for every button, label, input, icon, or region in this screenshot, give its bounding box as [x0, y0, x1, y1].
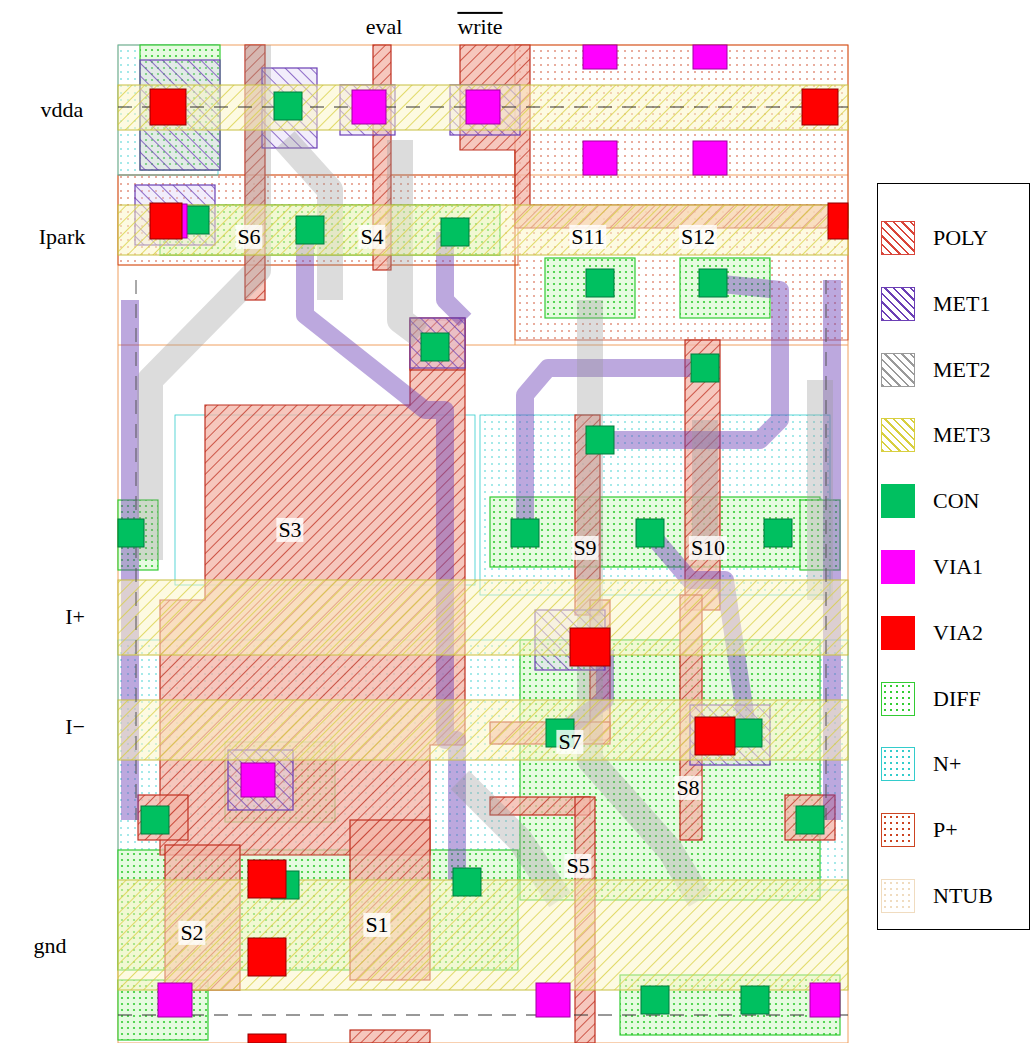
switch-label: S9: [571, 536, 598, 560]
legend-text: N+: [933, 751, 961, 777]
legend-swatch: [881, 879, 915, 913]
switch-label: S7: [556, 730, 583, 754]
legend-swatch: [881, 747, 915, 781]
legend-entry: VIA1: [881, 549, 983, 585]
via2-cuts: [150, 89, 848, 1043]
signal-name: eval: [364, 15, 405, 39]
legend-text: MET2: [933, 357, 990, 383]
rail-centerlines: [118, 107, 848, 1015]
legend-text: VIA2: [933, 620, 983, 646]
layer-legend: POLY MET1MET2MET3CON VIA1VIA2DIFF N+ P+ NTUB: [877, 183, 1030, 930]
legend-swatch: [881, 287, 915, 321]
legend-text: VIA1: [933, 554, 983, 580]
rail-name: Ipark: [37, 225, 87, 249]
legend-swatch: [881, 484, 915, 518]
legend-swatch: [881, 813, 915, 847]
switch-label: S5: [564, 854, 591, 878]
legend-text: CON: [933, 488, 979, 514]
contacts: [118, 92, 824, 1014]
switch-label: S10: [689, 536, 727, 560]
switch-label: S2: [178, 921, 205, 945]
implant-regions: [118, 45, 848, 890]
rail-name: I−: [63, 715, 87, 739]
switch-label: S4: [358, 225, 385, 249]
legend-text: NTUB: [933, 883, 993, 909]
switch-label: S8: [674, 776, 701, 800]
legend-entry: DIFF: [881, 681, 981, 717]
legend-text: MET1: [933, 291, 990, 317]
legend-entry: MET2: [881, 352, 990, 388]
legend-text: POLY: [933, 225, 988, 251]
legend-swatch: [881, 682, 915, 716]
ntub-outline: [118, 45, 848, 1043]
signal-name: write: [455, 15, 504, 39]
via1-cuts: [158, 45, 840, 1017]
metal3-rails: [118, 85, 848, 990]
legend-entry: NTUB: [881, 878, 993, 914]
switch-label: S11: [569, 225, 606, 249]
legend-entry: POLY: [881, 220, 988, 256]
metal2-wires: [150, 45, 820, 900]
legend-swatch: [881, 353, 915, 387]
legend-text: MET3: [933, 422, 990, 448]
legend-entry: VIA2: [881, 615, 983, 651]
rail-name: vdda: [39, 98, 86, 122]
legend-swatch: [881, 616, 915, 650]
legend-entry: MET1: [881, 286, 990, 322]
switch-label: S1: [363, 913, 390, 937]
legend-swatch: [881, 221, 915, 255]
rail-name: gnd: [32, 934, 69, 958]
legend-entry: P+: [881, 812, 958, 848]
legend-swatch: [881, 550, 915, 584]
switch-label: S12: [679, 225, 717, 249]
legend-text: P+: [933, 817, 958, 843]
legend-text: DIFF: [933, 686, 981, 712]
legend-entry: CON: [881, 483, 979, 519]
switch-label: S3: [276, 518, 303, 542]
legend-swatch: [881, 418, 915, 452]
switch-label: S6: [235, 225, 262, 249]
legend-entry: N+: [881, 746, 961, 782]
legend-entry: MET3: [881, 417, 990, 453]
rail-name: I+: [63, 605, 87, 629]
